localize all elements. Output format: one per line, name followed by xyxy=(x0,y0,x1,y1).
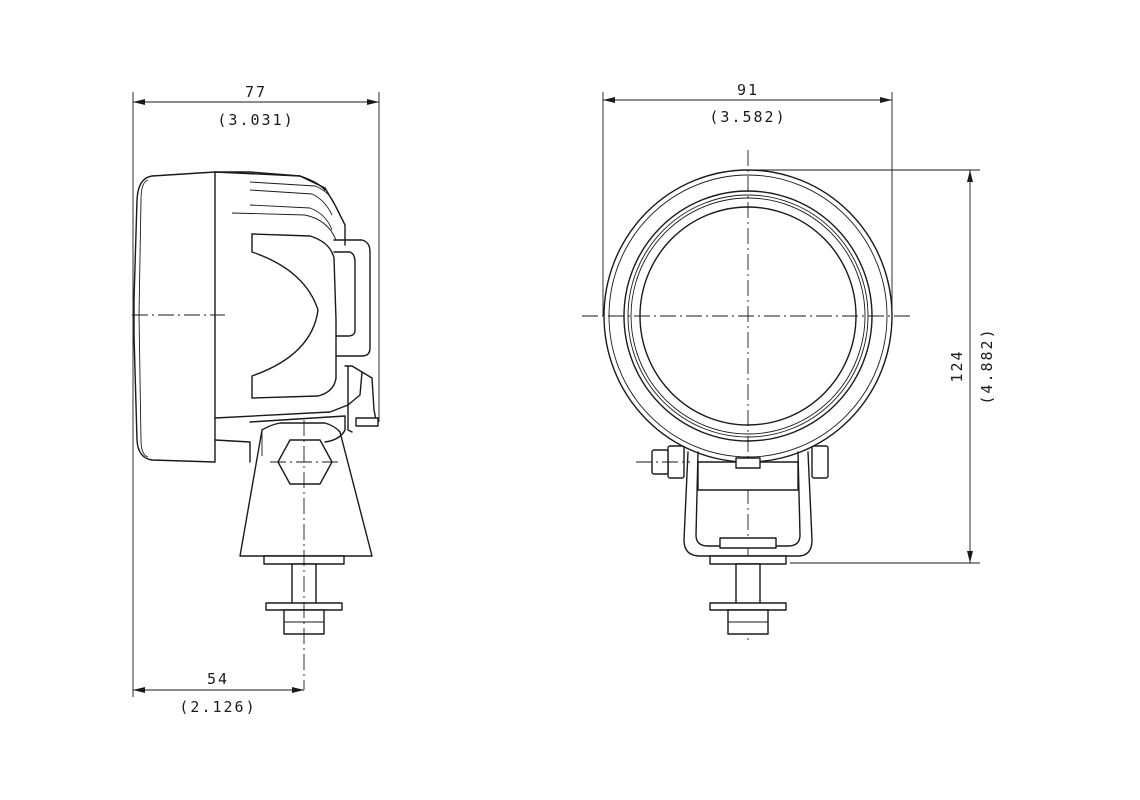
width-in-label: (3.582) xyxy=(709,108,786,126)
side-view xyxy=(132,171,379,690)
offset-mm-label: 54 xyxy=(207,670,229,688)
front-view xyxy=(582,150,914,640)
depth-mm-label: 77 xyxy=(245,83,267,101)
side-mount-offset-dimension: 54 (2.126) xyxy=(133,670,304,716)
front-height-dimension: 124 (4.882) xyxy=(748,169,996,564)
side-depth-dimension: 77 (3.031) xyxy=(132,83,380,697)
height-in-label: (4.882) xyxy=(978,327,996,404)
depth-in-label: (3.031) xyxy=(217,111,294,129)
width-mm-label: 91 xyxy=(737,81,759,99)
front-width-dimension: 91 (3.582) xyxy=(602,81,893,316)
offset-in-label: (2.126) xyxy=(179,698,256,716)
height-mm-label: 124 xyxy=(948,349,966,382)
